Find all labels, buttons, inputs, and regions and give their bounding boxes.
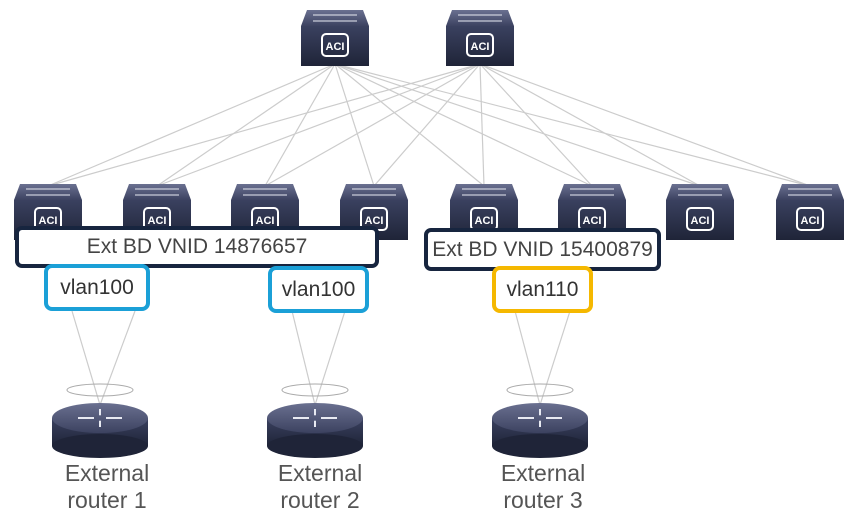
ext-bd-box-2: Ext BD VNID 15400879 [424, 228, 661, 271]
router-link [539, 310, 571, 406]
aci-logo-text: ACI [475, 215, 494, 227]
router-link [291, 310, 316, 406]
port-channel-ellipse [506, 383, 574, 397]
leaf-switch-7: ACI [666, 184, 734, 240]
spine-switch-2: ACI [446, 10, 514, 66]
aci-logo-icon [686, 207, 714, 231]
spine-leaf-link [156, 63, 336, 187]
spine-leaf-link [373, 63, 481, 187]
aci-logo-text: ACI [691, 215, 710, 227]
spine-leaf-link [334, 63, 593, 187]
router-link [314, 310, 346, 406]
port-channel-ellipse [281, 383, 349, 397]
aci-logo-text: ACI [39, 215, 58, 227]
spine-leaf-link [479, 63, 485, 187]
router-label-line: router 1 [67, 487, 147, 513]
aci-logo-icon [321, 33, 349, 57]
aci-logo-icon [796, 207, 824, 231]
vlan-box-3: vlan110 [492, 266, 593, 313]
vlan-box-2: vlan100 [268, 266, 369, 313]
vlan-label: vlan110 [506, 277, 579, 301]
aci-logo-text: ACI [471, 41, 490, 53]
spine-leaf-link [334, 63, 701, 187]
spine-leaf-link [479, 63, 811, 187]
router-label-line: router 3 [503, 487, 583, 513]
router-icon [267, 403, 363, 458]
router-label-line: router 2 [280, 487, 360, 513]
port-channel-ellipse [66, 383, 134, 397]
spine-leaf-link [334, 63, 811, 187]
aci-logo-text: ACI [148, 215, 167, 227]
aci-logo-text: ACI [256, 215, 275, 227]
spine-leaf-link [479, 63, 593, 187]
router-link [71, 310, 101, 406]
router-label-line: External [500, 460, 586, 486]
router-icon [492, 403, 588, 458]
spine-leaf-link [479, 63, 701, 187]
router-link [514, 310, 541, 406]
fabric-links [47, 63, 811, 187]
aci-logo-text: ACI [801, 215, 820, 227]
ext-bd-label: Ext BD VNID 15400879 [432, 237, 653, 261]
router-link [99, 310, 136, 406]
spine-leaf-link [47, 63, 481, 187]
spine-leaf-link [334, 63, 375, 187]
router-uplinks-2 [281, 310, 349, 406]
ext-bd-label: Ext BD VNID 14876657 [86, 235, 308, 258]
spine-leaf-link [264, 63, 481, 187]
spine-switch-1: ACI [301, 10, 369, 66]
spine-leaf-link [156, 63, 481, 187]
aci-logo-text: ACI [365, 215, 384, 227]
vlan-label: vlan100 [281, 277, 356, 301]
router-uplinks-3 [506, 310, 574, 406]
aci-logo-text: ACI [326, 41, 345, 53]
ext-bd-box-1: Ext BD VNID 14876657 [15, 226, 379, 268]
router-icon [52, 403, 148, 458]
spine-leaf-link [47, 63, 336, 187]
vlan-label: vlan100 [60, 275, 134, 299]
leaf-switch-8: ACI [776, 184, 844, 240]
aci-logo-icon [466, 33, 494, 57]
vlan-box-1: vlan100 [44, 264, 150, 311]
router-label-line: External [64, 460, 150, 486]
router-label-line: External [277, 460, 363, 486]
aci-logo-text: ACI [583, 215, 602, 227]
router-uplinks-1 [66, 310, 136, 406]
spine-leaf-link [264, 63, 336, 187]
spine-leaf-link [334, 63, 485, 187]
